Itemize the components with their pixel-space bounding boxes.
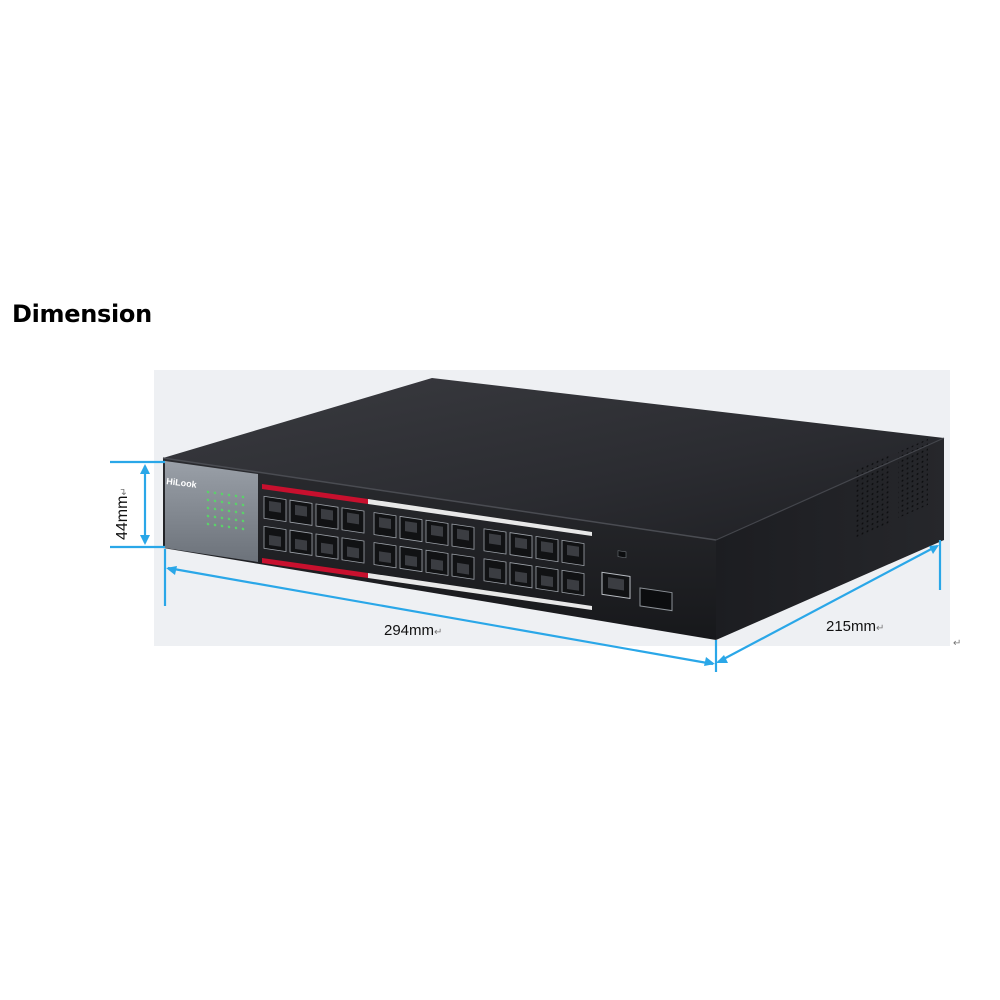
led-label-panel bbox=[165, 461, 258, 562]
mode-switch bbox=[617, 550, 627, 559]
brand-logo: HiLook bbox=[166, 476, 198, 490]
return-mark: ↵ bbox=[876, 623, 885, 634]
sfp-port bbox=[639, 587, 673, 612]
depth-dimension-line bbox=[716, 540, 942, 663]
network-switch: HiLook bbox=[162, 378, 945, 640]
return-mark: ↵ bbox=[434, 627, 443, 638]
port-label-strip-top bbox=[368, 499, 592, 536]
side-vent-left bbox=[856, 453, 890, 539]
width-dimension-line bbox=[163, 549, 718, 672]
side-vent-right bbox=[898, 438, 928, 519]
dimension-annotations bbox=[110, 460, 942, 672]
depth-value: 215mm bbox=[826, 618, 877, 635]
uplink-ports bbox=[601, 550, 673, 612]
switch-top-surface bbox=[163, 378, 944, 540]
paragraph-return-mark: ↵ bbox=[953, 638, 962, 649]
page-title: Dimension bbox=[12, 300, 152, 328]
height-label: 44mm↵ bbox=[114, 487, 132, 540]
poe-red-band-bottom bbox=[262, 558, 368, 578]
poe-red-band-top bbox=[262, 484, 368, 504]
width-label: 294mm↵ bbox=[384, 622, 442, 639]
width-value: 294mm bbox=[384, 622, 435, 639]
return-mark: ↵ bbox=[119, 487, 130, 496]
height-dimension-line bbox=[110, 460, 165, 549]
height-value: 44mm bbox=[114, 495, 131, 540]
depth-label: 215mm↵ bbox=[826, 618, 884, 635]
rj45-port-block bbox=[262, 484, 592, 610]
led-indicator-grid bbox=[206, 490, 245, 531]
port-label-strip-bottom bbox=[368, 573, 592, 610]
